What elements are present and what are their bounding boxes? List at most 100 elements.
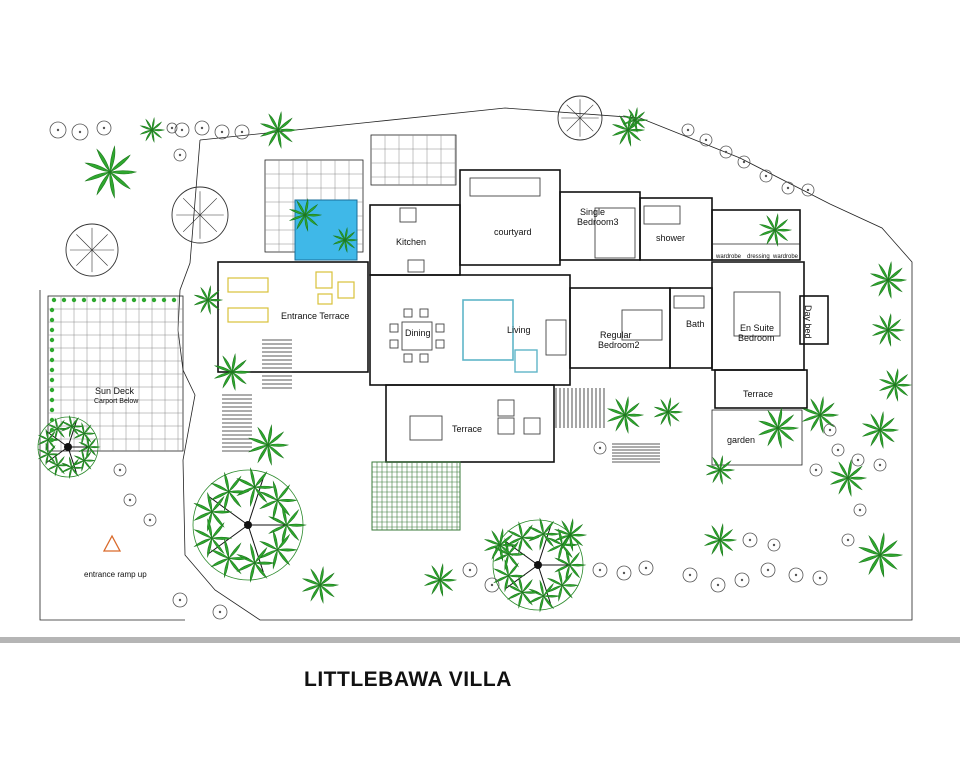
palm-tree-icon xyxy=(506,575,540,609)
palm-tree-icon xyxy=(84,145,138,199)
palm-tree-icon xyxy=(301,566,340,604)
label-day-bed: Day bed xyxy=(803,305,813,339)
villa-title: LITTLEBAWA VILLA xyxy=(304,668,512,691)
palm-tree-icon xyxy=(801,396,840,434)
palm-tree-icon xyxy=(332,227,359,253)
palm-tree-icon xyxy=(705,455,736,485)
palm-tree-icon xyxy=(653,397,684,427)
label-terrace-main: Terrace xyxy=(452,424,482,434)
palm-tree-icon xyxy=(553,518,588,552)
palm-tree-icon xyxy=(210,538,250,579)
label-en-suite-1: En Suite xyxy=(740,323,774,333)
shrub-icon xyxy=(172,592,188,608)
shrub-icon xyxy=(462,562,478,578)
sun-deck-area xyxy=(47,295,184,452)
label-entrance-terrace: Entrance Terrace xyxy=(281,311,349,321)
shrub-icon xyxy=(767,538,781,552)
palm-tree-icon xyxy=(528,579,561,613)
palm-tree-icon xyxy=(139,117,166,143)
shrub-icon xyxy=(734,572,750,588)
palm-tree-icon xyxy=(546,568,580,602)
shrub-icon xyxy=(831,443,845,457)
palm-tree-icon xyxy=(758,213,793,247)
label-shower: shower xyxy=(656,233,685,243)
shrub-icon xyxy=(823,423,837,437)
ground-line xyxy=(0,637,960,643)
label-sun-deck: Sun Deck xyxy=(95,386,135,396)
palm-tree-icon xyxy=(37,442,60,466)
palm-tree-icon xyxy=(703,523,738,557)
shrub-icon xyxy=(719,145,733,159)
palm-tree-icon xyxy=(871,313,906,347)
label-single-bedroom-1: Single xyxy=(580,207,605,217)
shrub-icon xyxy=(681,123,695,137)
furniture xyxy=(227,177,781,441)
label-dressing: dressing xyxy=(747,254,770,260)
palm-tree-icon xyxy=(193,491,233,532)
palm-tree-icon xyxy=(554,548,587,582)
tree-outline-icon xyxy=(65,223,119,277)
landscaping xyxy=(37,95,913,620)
shrub-icon xyxy=(113,463,127,477)
room-labels: Kitchen courtyard Single Bedroom3 shower… xyxy=(84,207,813,579)
palm-tree-icon xyxy=(61,456,84,480)
palm-tree-icon xyxy=(61,414,84,438)
shrub-icon xyxy=(851,453,865,467)
site-boundary xyxy=(39,107,913,621)
label-dining: Dining xyxy=(405,328,431,338)
palm-tree-icon xyxy=(483,528,518,562)
palm-tree-icon xyxy=(259,111,298,149)
stairs xyxy=(222,339,660,463)
hedge xyxy=(49,297,177,443)
house-walls xyxy=(217,169,829,466)
label-single-bedroom-2: Bedroom3 xyxy=(577,217,619,227)
label-en-suite-2: Bedroom xyxy=(738,333,775,343)
palm-tree-icon xyxy=(46,417,70,441)
palm-tree-icon xyxy=(259,529,298,570)
shrub-icon xyxy=(173,148,187,162)
label-wardrobe-1: wardrobe xyxy=(715,254,742,260)
shrub-icon xyxy=(214,124,230,140)
tree-outline-icon xyxy=(171,186,229,244)
label-kitchen: Kitchen xyxy=(396,237,426,247)
label-regular-bedroom-2: Bedroom2 xyxy=(598,340,640,350)
shrub-icon xyxy=(788,567,804,583)
shrub-icon xyxy=(593,441,607,455)
palm-tree-icon xyxy=(528,517,561,551)
tree-outline-icon xyxy=(557,95,603,141)
shrub-icon xyxy=(96,120,112,136)
palm-tree-icon xyxy=(248,424,290,466)
shrub-icon xyxy=(592,562,608,578)
upper-paving xyxy=(264,134,457,253)
palm-tree-icon xyxy=(858,532,904,578)
palm-tree-icon xyxy=(606,396,645,434)
shrub-icon xyxy=(143,513,157,527)
shrub-icon xyxy=(71,123,89,141)
palm-tree-icon xyxy=(259,480,298,521)
palm-tree-icon xyxy=(193,518,233,559)
shrub-icon xyxy=(759,169,773,183)
shrub-icon xyxy=(781,181,795,195)
label-bath: Bath xyxy=(686,319,705,329)
label-wardrobe-2: wardrobe xyxy=(772,254,799,260)
shrub-icon xyxy=(809,463,823,477)
palm-tree-icon xyxy=(78,435,101,459)
shrub-icon xyxy=(737,155,751,169)
label-garden: garden xyxy=(727,435,755,445)
palm-tree-icon xyxy=(46,453,70,477)
plunge-pool xyxy=(294,199,358,261)
shrub-icon xyxy=(174,122,190,138)
shrub-icon xyxy=(699,133,713,147)
shrub-icon xyxy=(166,122,178,134)
label-carport: Carport Below xyxy=(94,398,139,405)
palm-tree-icon xyxy=(193,285,224,315)
palm-tree-icon xyxy=(611,113,646,147)
shrub-icon xyxy=(760,562,776,578)
shrub-icon xyxy=(682,567,698,583)
shrub-icon xyxy=(873,458,887,472)
label-terrace-right: Terrace xyxy=(743,389,773,399)
palm-tree-icon xyxy=(236,543,276,583)
palm-tree-icon xyxy=(869,261,908,299)
shrub-icon xyxy=(742,532,758,548)
shrub-icon xyxy=(194,120,210,136)
